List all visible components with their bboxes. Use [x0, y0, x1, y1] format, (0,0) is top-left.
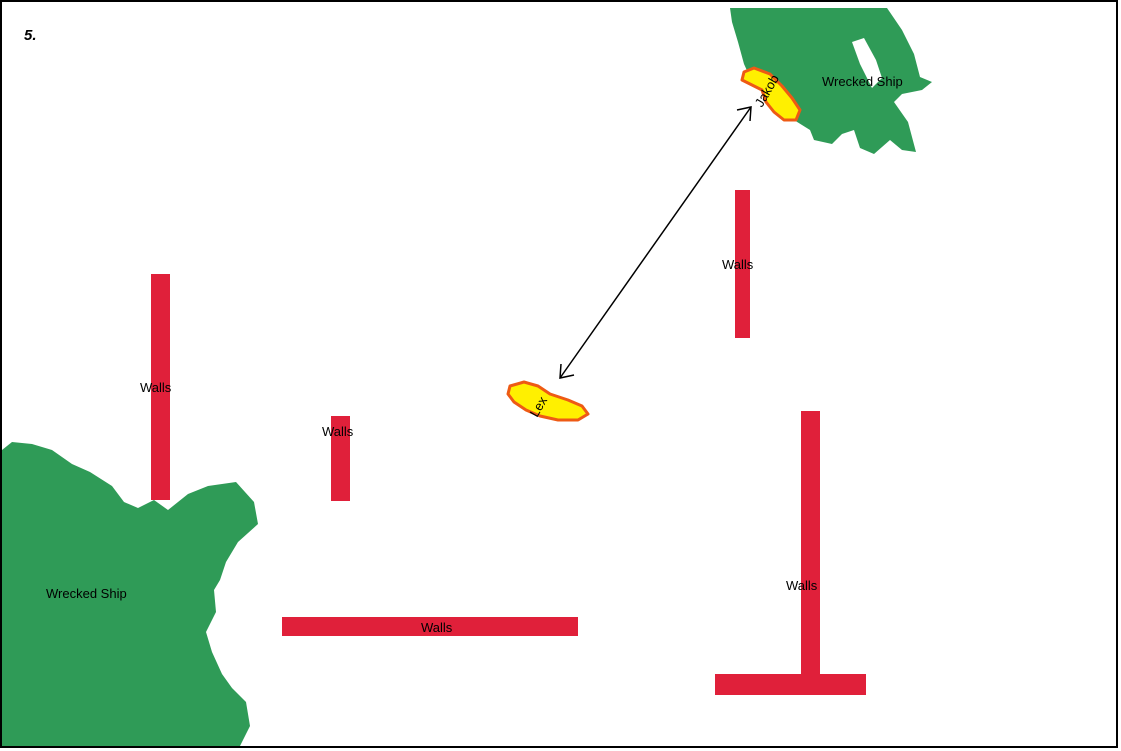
wall-label: Walls — [722, 257, 754, 272]
wall-label: Walls — [421, 620, 453, 635]
wrecked-ship-bottom-left: Wrecked Ship — [2, 442, 258, 748]
wrecked-ship-shape — [2, 442, 258, 748]
wall-right-t-shape: Walls — [715, 411, 866, 695]
wall-right-upper: Walls — [722, 190, 754, 338]
player-blob-lex: Lex — [508, 382, 588, 420]
wall-left-short: Walls — [322, 416, 354, 501]
wall-label: Walls — [140, 380, 172, 395]
wall-label: Walls — [786, 578, 818, 593]
wrecked-ship-label: Wrecked Ship — [46, 586, 127, 601]
wall-horizontal: Walls — [282, 617, 578, 636]
wrecked-ship-label: Wrecked Ship — [822, 74, 903, 89]
step-number: 5. — [24, 27, 37, 44]
wall-left-tall: Walls — [140, 274, 172, 500]
distance-arrow — [560, 107, 751, 378]
wall-label: Walls — [322, 424, 354, 439]
